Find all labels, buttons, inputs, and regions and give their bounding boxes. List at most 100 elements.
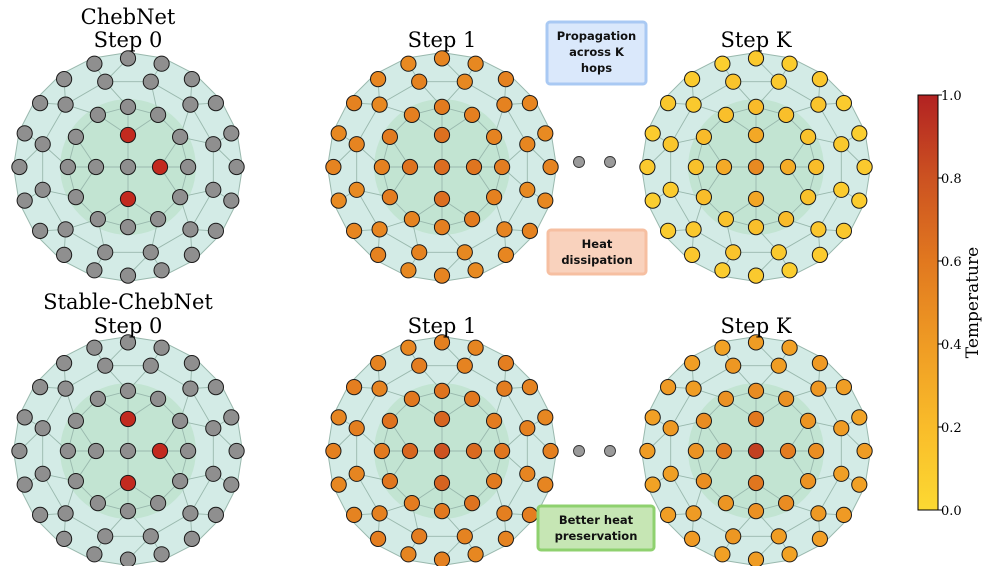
graph-node: [150, 211, 167, 228]
graph-node: [778, 390, 795, 407]
graph-node: [714, 262, 731, 279]
graph-node: [687, 158, 705, 176]
graph-node: [370, 355, 387, 372]
graph-node: [695, 412, 713, 429]
graph-node: [228, 442, 245, 460]
graph-node: [16, 476, 33, 493]
graph-node: [183, 246, 200, 263]
graph-node: [465, 158, 483, 176]
graph-node: [381, 473, 398, 490]
graph-node: [537, 476, 554, 493]
graph-node: [747, 474, 765, 492]
graph-node: [67, 412, 85, 429]
graph-node: [34, 181, 51, 198]
graph-node: [346, 95, 363, 112]
graph-node: [715, 442, 733, 460]
annotation-text: Propagation: [557, 29, 637, 43]
graph-node: [151, 442, 169, 460]
colorbar-tick-label: 0.0: [941, 504, 962, 519]
graph-node: [747, 551, 765, 566]
graph-node: [778, 106, 795, 124]
panel-title: Step K: [720, 28, 791, 52]
graph-node: [497, 530, 514, 548]
graph-node: [223, 192, 240, 209]
graph-node: [851, 125, 868, 142]
graph-node: [119, 267, 137, 284]
graph-node: [180, 158, 197, 176]
graph-node: [150, 106, 167, 124]
graph-node: [644, 409, 661, 426]
graph-node: [779, 442, 797, 460]
graph-node: [119, 503, 137, 520]
graph-node: [715, 158, 733, 176]
graph-nodes: [11, 50, 245, 284]
graph-node: [714, 546, 731, 563]
graph-node: [494, 442, 511, 460]
graph-node: [747, 267, 765, 284]
graph-node: [779, 158, 797, 176]
graph-node: [717, 390, 735, 407]
graph-node: [725, 357, 742, 374]
graph-node: [811, 530, 829, 548]
graph-node: [97, 244, 114, 261]
graph-node: [172, 473, 189, 490]
graph-node: [330, 192, 347, 209]
graph-node: [330, 409, 347, 426]
graph-node: [684, 530, 701, 548]
graph-node: [16, 125, 33, 142]
colorbar-label: Temperature: [963, 247, 983, 358]
graph-node: [433, 98, 451, 116]
graph-node: [119, 50, 137, 67]
graph-node: [685, 505, 702, 522]
graph-panels: [11, 50, 873, 566]
graph-node: [180, 442, 197, 460]
graph-nodes: [11, 334, 245, 566]
graph-node: [381, 128, 398, 145]
graph-node: [747, 410, 765, 428]
graph-node: [747, 382, 765, 399]
graph-node: [833, 136, 850, 153]
graph-node: [467, 55, 484, 72]
graph-node: [639, 442, 656, 460]
graph-node: [433, 551, 451, 566]
graph-node: [348, 420, 365, 437]
annotation-text: dissipation: [561, 253, 632, 267]
graph-node: [856, 158, 873, 176]
graph-panel-stable-0: [11, 334, 245, 566]
graph-node: [486, 128, 503, 145]
graph-node: [465, 442, 483, 460]
graph-node: [685, 221, 702, 238]
graph-node: [808, 442, 825, 460]
graph-node: [770, 73, 787, 90]
graph-node: [456, 357, 473, 374]
graph-node: [717, 495, 735, 512]
graph-node: [16, 409, 33, 426]
graph-node: [835, 379, 853, 396]
graph-node: [348, 465, 365, 482]
graph-node: [119, 410, 137, 428]
graph-node: [87, 442, 105, 460]
graph-node: [433, 474, 451, 492]
graph-node: [346, 506, 363, 524]
graph-node: [644, 125, 661, 142]
graph-node: [86, 339, 103, 356]
graph-node: [151, 158, 169, 176]
colorbar-tick-label: 0.8: [941, 172, 962, 187]
graph-node: [119, 98, 137, 116]
graph-node: [464, 106, 481, 124]
annotation-text: across K: [569, 45, 625, 59]
graph-node: [223, 476, 240, 493]
graph-node: [433, 50, 451, 67]
graph-node: [835, 506, 853, 524]
graph-node: [371, 96, 388, 113]
graph-node: [467, 546, 484, 563]
graph-node: [153, 339, 170, 356]
graph-node: [464, 495, 481, 512]
annotation-text: preservation: [555, 529, 638, 543]
colorbar-tick-label: 0.2: [941, 421, 962, 436]
graph-node: [467, 262, 484, 279]
graph-node: [684, 246, 701, 263]
